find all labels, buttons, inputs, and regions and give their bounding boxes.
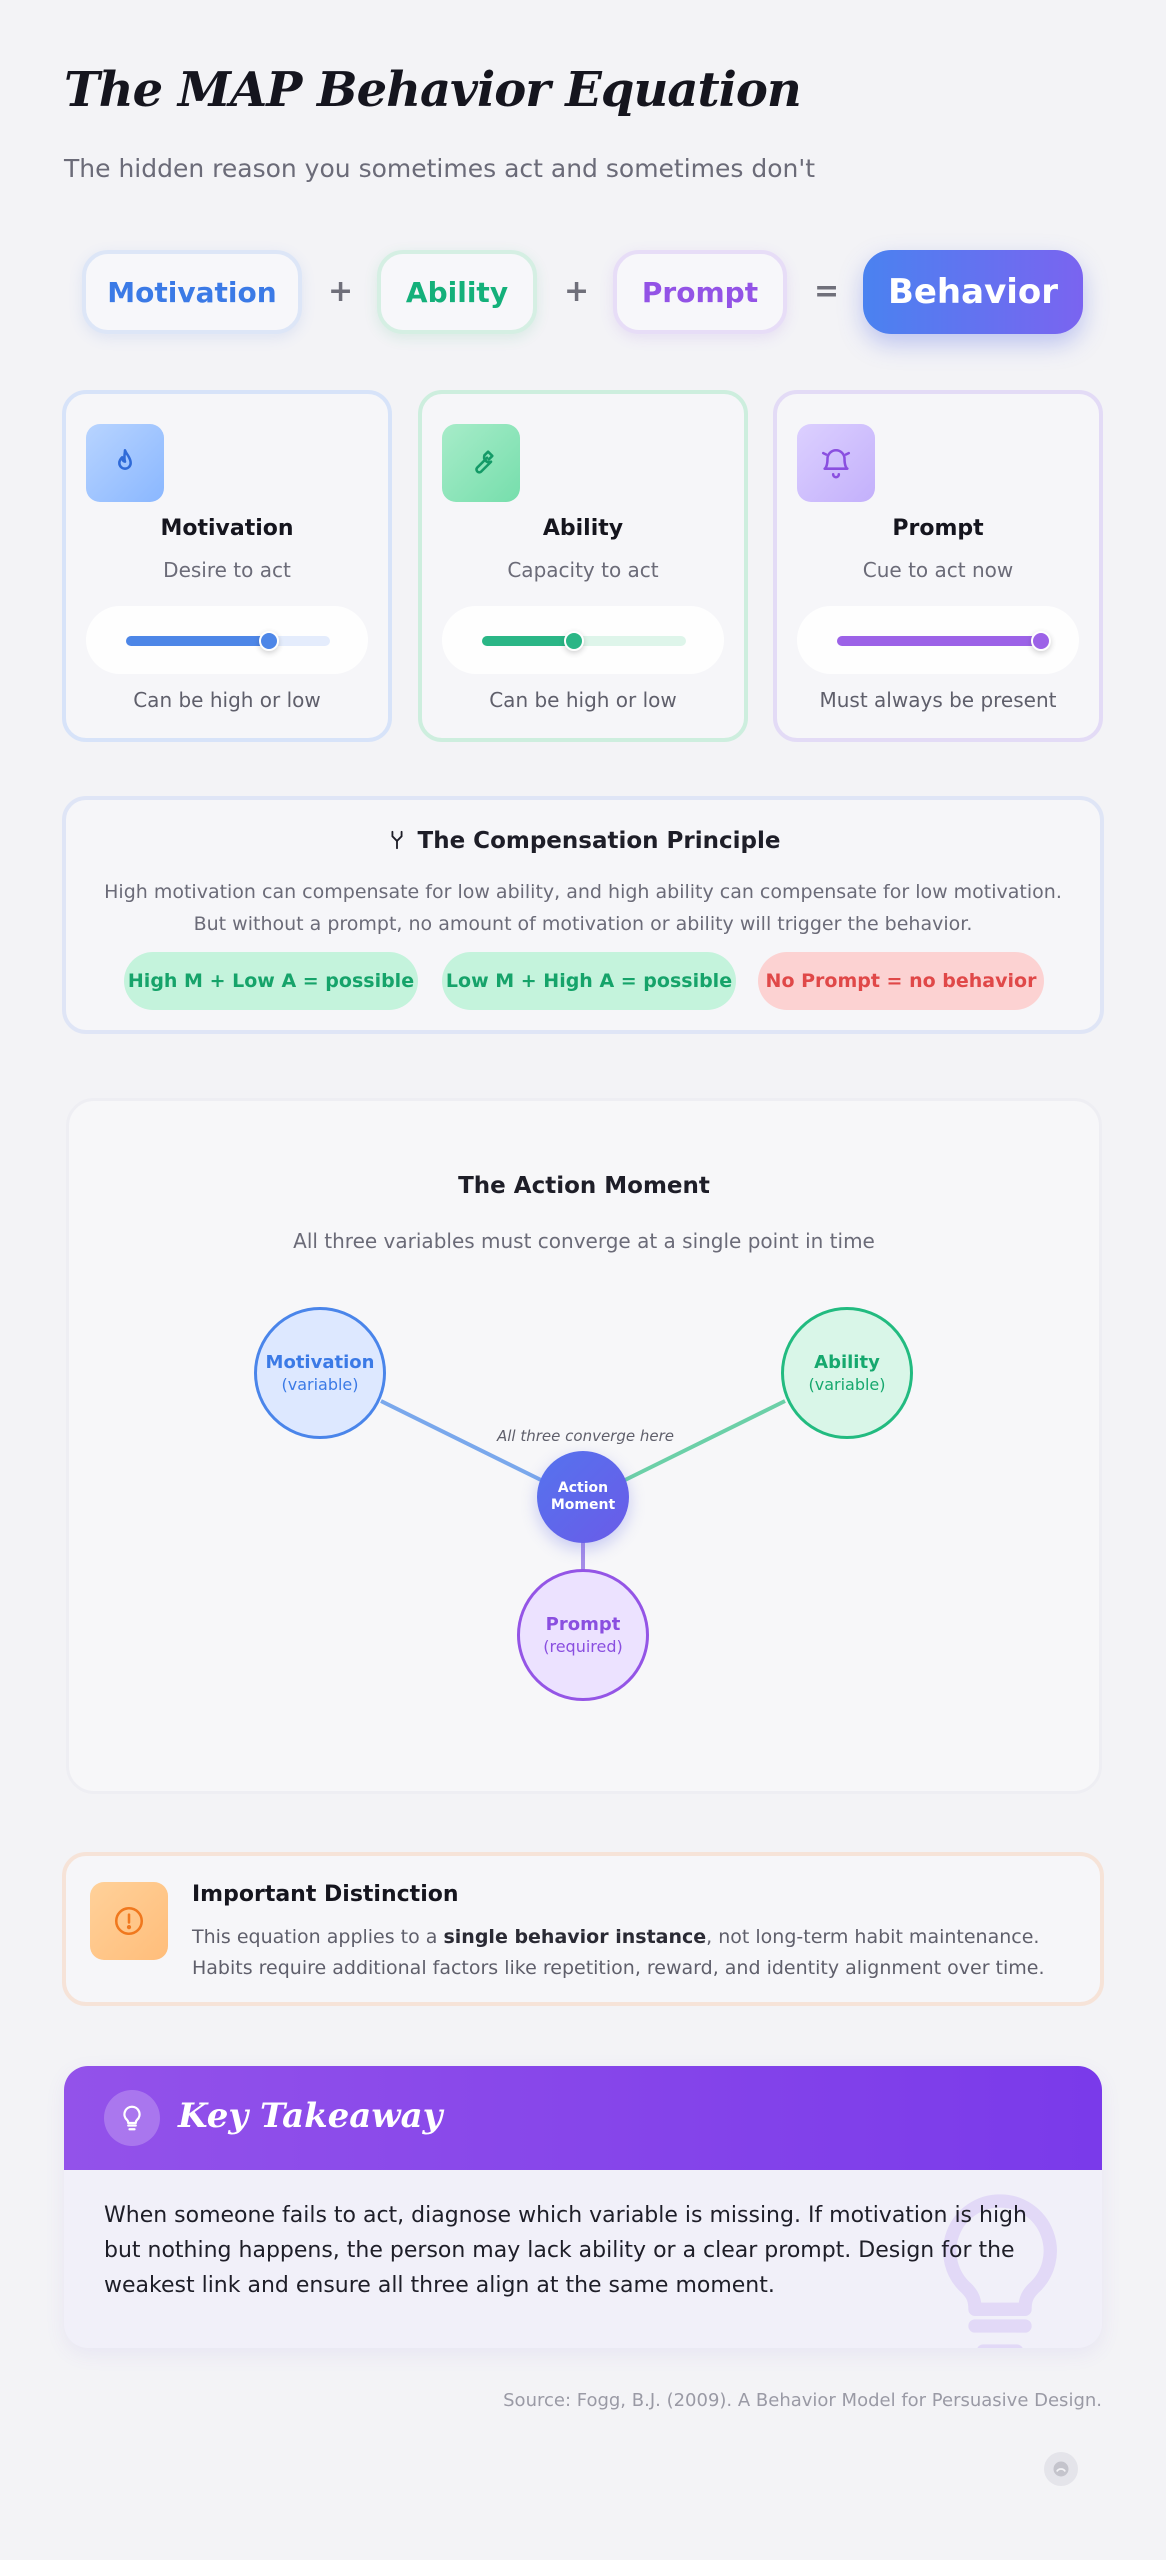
- source-citation: Source: Fogg, B.J. (2009). A Behavior Mo…: [503, 2390, 1102, 2411]
- action-moment-panel: The Action Moment All three variables mu…: [66, 1098, 1102, 1794]
- ability-card: Ability Capacity to act Can be high or l…: [418, 390, 748, 742]
- action-moment-title: The Action Moment: [458, 1173, 710, 1199]
- fork-icon: [386, 829, 408, 857]
- convergence-lines: [380, 1399, 786, 1571]
- distinction-text: This equation applies to a single behavi…: [192, 1922, 1092, 1984]
- ability-connector: [622, 1399, 786, 1483]
- key-takeaway-title: Key Takeaway: [178, 2096, 443, 2136]
- slider-knob: [563, 631, 584, 651]
- distinction-line-2: Habits require additional factors like r…: [192, 1957, 1045, 1979]
- node-label: Motivation: [265, 1352, 375, 1373]
- distinction-title: Important Distinction: [192, 1882, 459, 1907]
- wrench-icon: [442, 424, 520, 502]
- compensation-principle-panel: The Compensation Principle High motivati…: [62, 796, 1104, 1034]
- flame-icon: [86, 424, 164, 502]
- action-moment-node: Action Moment: [537, 1451, 629, 1543]
- motivation-level-slider: [86, 606, 368, 674]
- ability-level-slider: [442, 606, 724, 674]
- page-title: The MAP Behavior Equation: [64, 62, 802, 118]
- equation-plus-1: +: [328, 274, 354, 309]
- compensation-title-text: The Compensation Principle: [417, 828, 781, 854]
- chip-high-m-low-a: High M + Low A = possible: [124, 952, 418, 1010]
- compensation-line-1: High motivation can compensate for low a…: [104, 881, 1062, 903]
- compensation-title: The Compensation Principle: [66, 828, 1100, 857]
- slider-fill: [126, 636, 269, 646]
- page-subtitle: The hidden reason you sometimes act and …: [64, 154, 816, 183]
- equation-equals: =: [814, 274, 840, 309]
- lightbulb-watermark-icon: [900, 2176, 1100, 2348]
- motivation-node: Motivation (variable): [254, 1307, 386, 1439]
- card-note: Can be high or low: [133, 688, 321, 712]
- equation-behavior-pill: Behavior: [863, 250, 1083, 334]
- compensation-text: High motivation can compensate for low a…: [66, 876, 1100, 940]
- compensation-line-2: But without a prompt, no amount of motiv…: [193, 913, 973, 935]
- card-note: Can be high or low: [489, 688, 677, 712]
- equation-motivation-pill: Motivation: [82, 250, 302, 334]
- motivation-connector: [380, 1399, 544, 1483]
- prompt-card: Prompt Cue to act now Must always be pre…: [773, 390, 1103, 742]
- node-sublabel: (variable): [281, 1375, 359, 1394]
- card-description: Cue to act now: [862, 558, 1014, 582]
- slider-fill: [837, 636, 1041, 646]
- key-takeaway-text: When someone fails to act, diagnose whic…: [104, 2203, 1027, 2298]
- card-name: Motivation: [160, 516, 294, 541]
- slider-track: [837, 631, 1051, 651]
- distinction-text-bold: single behavior instance: [443, 1926, 707, 1948]
- chip-low-m-high-a: Low M + High A = possible: [442, 952, 736, 1010]
- slider-track: [126, 631, 330, 651]
- distinction-text-before: This equation applies to a: [192, 1926, 444, 1948]
- node-sublabel: (variable): [808, 1375, 886, 1394]
- node-sublabel: (required): [543, 1637, 623, 1656]
- alert-circle-icon: [90, 1882, 168, 1960]
- lightbulb-icon: [104, 2090, 160, 2146]
- motivation-card: Motivation Desire to act Can be high or …: [62, 390, 392, 742]
- slider-knob: [1031, 631, 1051, 651]
- key-takeaway-header: Key Takeaway: [64, 2066, 1102, 2170]
- action-moment-subtitle: All three variables must converge at a s…: [293, 1229, 875, 1253]
- node-label: Ability: [814, 1352, 880, 1373]
- converge-note: All three converge here: [497, 1427, 674, 1445]
- node-label: Prompt: [545, 1614, 621, 1635]
- ability-node: Ability (variable): [781, 1307, 913, 1439]
- slider-knob: [258, 631, 279, 651]
- bell-icon: [797, 424, 875, 502]
- key-takeaway-panel: Key Takeaway When someone fails to act, …: [64, 2066, 1102, 2348]
- distinction-text-after: , not long-term habit maintenance.: [706, 1926, 1040, 1948]
- brand-logo-icon: [1044, 2452, 1078, 2486]
- prompt-level-slider: [797, 606, 1079, 674]
- equation-prompt-pill: Prompt: [613, 250, 787, 334]
- card-description: Desire to act: [163, 558, 291, 582]
- card-description: Capacity to act: [507, 558, 659, 582]
- equation-plus-2: +: [564, 274, 590, 309]
- slider-track: [482, 631, 686, 651]
- important-distinction-panel: Important Distinction This equation appl…: [62, 1852, 1104, 2006]
- card-note: Must always be present: [819, 688, 1057, 712]
- card-name: Ability: [542, 516, 624, 541]
- card-name: Prompt: [892, 516, 984, 541]
- equation-ability-pill: Ability: [377, 250, 537, 334]
- chip-no-prompt: No Prompt = no behavior: [758, 952, 1044, 1010]
- node-label: Action: [557, 1480, 609, 1496]
- node-label: Moment: [550, 1497, 616, 1513]
- slider-fill: [482, 636, 574, 646]
- prompt-node: Prompt (required): [517, 1569, 649, 1701]
- distinction-line-1: This equation applies to a single behavi…: [192, 1922, 1092, 1953]
